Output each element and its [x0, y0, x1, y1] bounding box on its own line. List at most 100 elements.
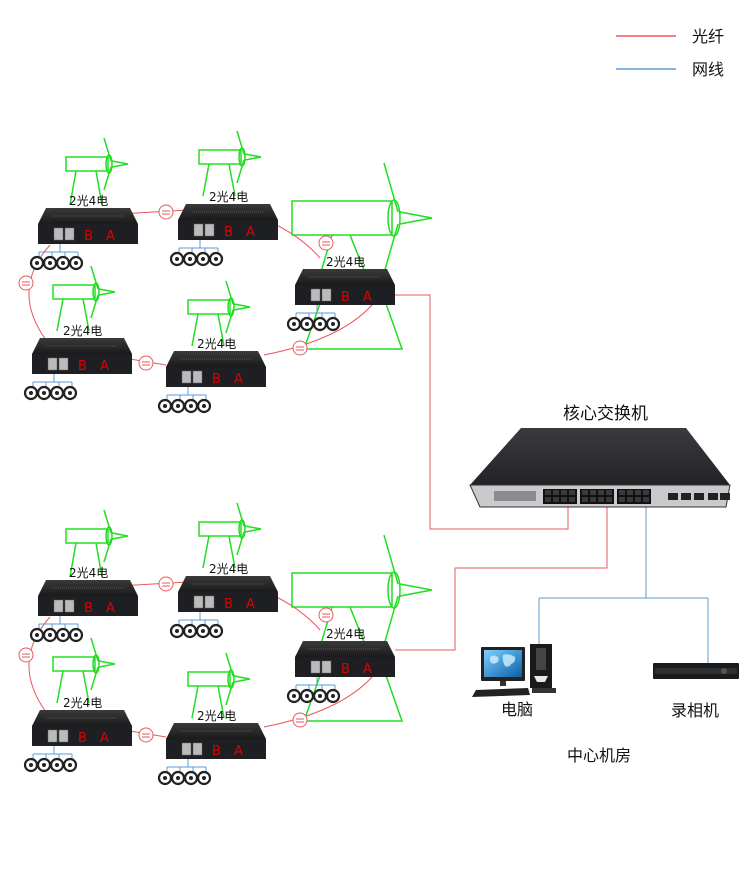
sfp-port — [582, 497, 588, 502]
connector-ring — [138, 355, 154, 371]
bridge-antenna-lower — [103, 166, 112, 191]
rj45-port — [181, 370, 192, 384]
rj45-port — [694, 493, 704, 500]
camera-icon — [29, 627, 45, 643]
rj45-port — [192, 370, 203, 384]
camera-icon — [55, 255, 71, 271]
monitor-stand — [500, 681, 506, 686]
bridge-antenna-upper — [236, 130, 245, 155]
sfp-port — [553, 490, 559, 495]
camera-icon — [325, 688, 341, 704]
camera-lens — [74, 633, 78, 637]
rj45-port — [321, 660, 332, 674]
bridge-beam — [233, 675, 251, 683]
sfp-port — [643, 490, 649, 495]
bridge-beam — [399, 211, 433, 225]
camera-lens — [214, 629, 218, 633]
transceiver-label: 2光4电 — [63, 696, 102, 710]
connector-ring — [18, 275, 34, 291]
sfp-port — [635, 490, 641, 495]
camera-icon — [62, 385, 78, 401]
bridge-antenna-lower — [383, 223, 399, 274]
bridge-dish — [227, 297, 235, 317]
links-layer — [28, 209, 709, 738]
bridges-layer — [52, 130, 433, 722]
camera-lens — [188, 257, 192, 261]
fiber-link — [28, 616, 51, 713]
bridge-legs — [202, 535, 236, 569]
sfp-port — [598, 490, 604, 495]
rj45-port — [204, 223, 215, 237]
camera-icon — [42, 627, 58, 643]
rj45-port — [668, 493, 678, 500]
rj45-port — [204, 595, 215, 609]
camera-icon — [29, 255, 45, 271]
bridge-antenna-lower — [90, 294, 99, 319]
transceiver-label: 2光4电 — [69, 194, 108, 208]
center-room-label: 中心机房 — [567, 746, 631, 765]
legend-fiber-label: 光纤 — [692, 27, 724, 46]
camera-lens — [55, 391, 59, 395]
bridge-legs — [56, 298, 90, 332]
core-switch-vent — [494, 491, 536, 501]
camera-icon — [68, 255, 84, 271]
fiber-connector-icon — [318, 235, 334, 251]
bridge-antenna-upper — [383, 534, 399, 585]
legend: 光纤 网线 — [616, 27, 724, 79]
sfp-port — [598, 497, 604, 502]
port-b-label: B — [212, 744, 221, 759]
fiber-connector-icon — [138, 727, 154, 743]
camera-icon — [157, 770, 173, 786]
camera-lens — [176, 404, 180, 408]
camera-icon — [208, 251, 224, 267]
fiber-connector-icon — [158, 204, 174, 220]
sfp-port — [553, 497, 559, 502]
sfp-port — [627, 497, 633, 502]
bridge-body — [187, 671, 231, 687]
sfp-port — [635, 497, 641, 502]
bridge-body — [198, 521, 242, 537]
rj45-port — [53, 227, 64, 241]
bridge-beam — [111, 160, 129, 168]
rj45-port — [58, 357, 69, 371]
bridge-legs — [56, 670, 90, 704]
network-cable-link — [538, 507, 709, 663]
port-a-label: A — [106, 229, 115, 244]
transceiver-label: 2光4电 — [209, 190, 248, 204]
wireless-bridge — [52, 265, 116, 319]
camera-icon — [286, 688, 302, 704]
port-a-label: A — [100, 359, 109, 374]
bridge-antenna-upper — [236, 502, 245, 527]
rj45-port — [64, 599, 75, 613]
wireless-bridge — [291, 162, 433, 274]
bridge-beam — [244, 153, 262, 161]
camera-lens — [305, 694, 309, 698]
recorder-label: 录相机 — [671, 701, 719, 720]
video-recorder[interactable]: 录相机 — [653, 663, 739, 720]
camera-lens — [188, 629, 192, 633]
camera-lens — [29, 763, 33, 767]
port-a-label: A — [106, 601, 115, 616]
wireless-bridge — [187, 652, 251, 706]
camera-icon — [183, 770, 199, 786]
rj45-port — [181, 742, 192, 756]
core-switch[interactable]: 核心交换机 — [469, 404, 731, 508]
transceiver-label: 2光4电 — [326, 255, 365, 269]
port-b-label: B — [341, 290, 350, 305]
camera-icon — [299, 316, 315, 332]
recorder-knob — [721, 668, 727, 674]
computer[interactable]: 电脑 — [472, 644, 556, 719]
camera-lens — [68, 763, 72, 767]
pc-tower-accent — [534, 676, 548, 682]
fiber-link — [28, 244, 51, 341]
fiber-connector-icon — [292, 340, 308, 356]
camera-icon — [23, 757, 39, 773]
bridge-antenna-lower — [236, 159, 245, 184]
bridge-beam — [233, 303, 251, 311]
camera-lens — [163, 776, 167, 780]
rj45-port — [192, 742, 203, 756]
port-b-label: B — [224, 597, 233, 612]
